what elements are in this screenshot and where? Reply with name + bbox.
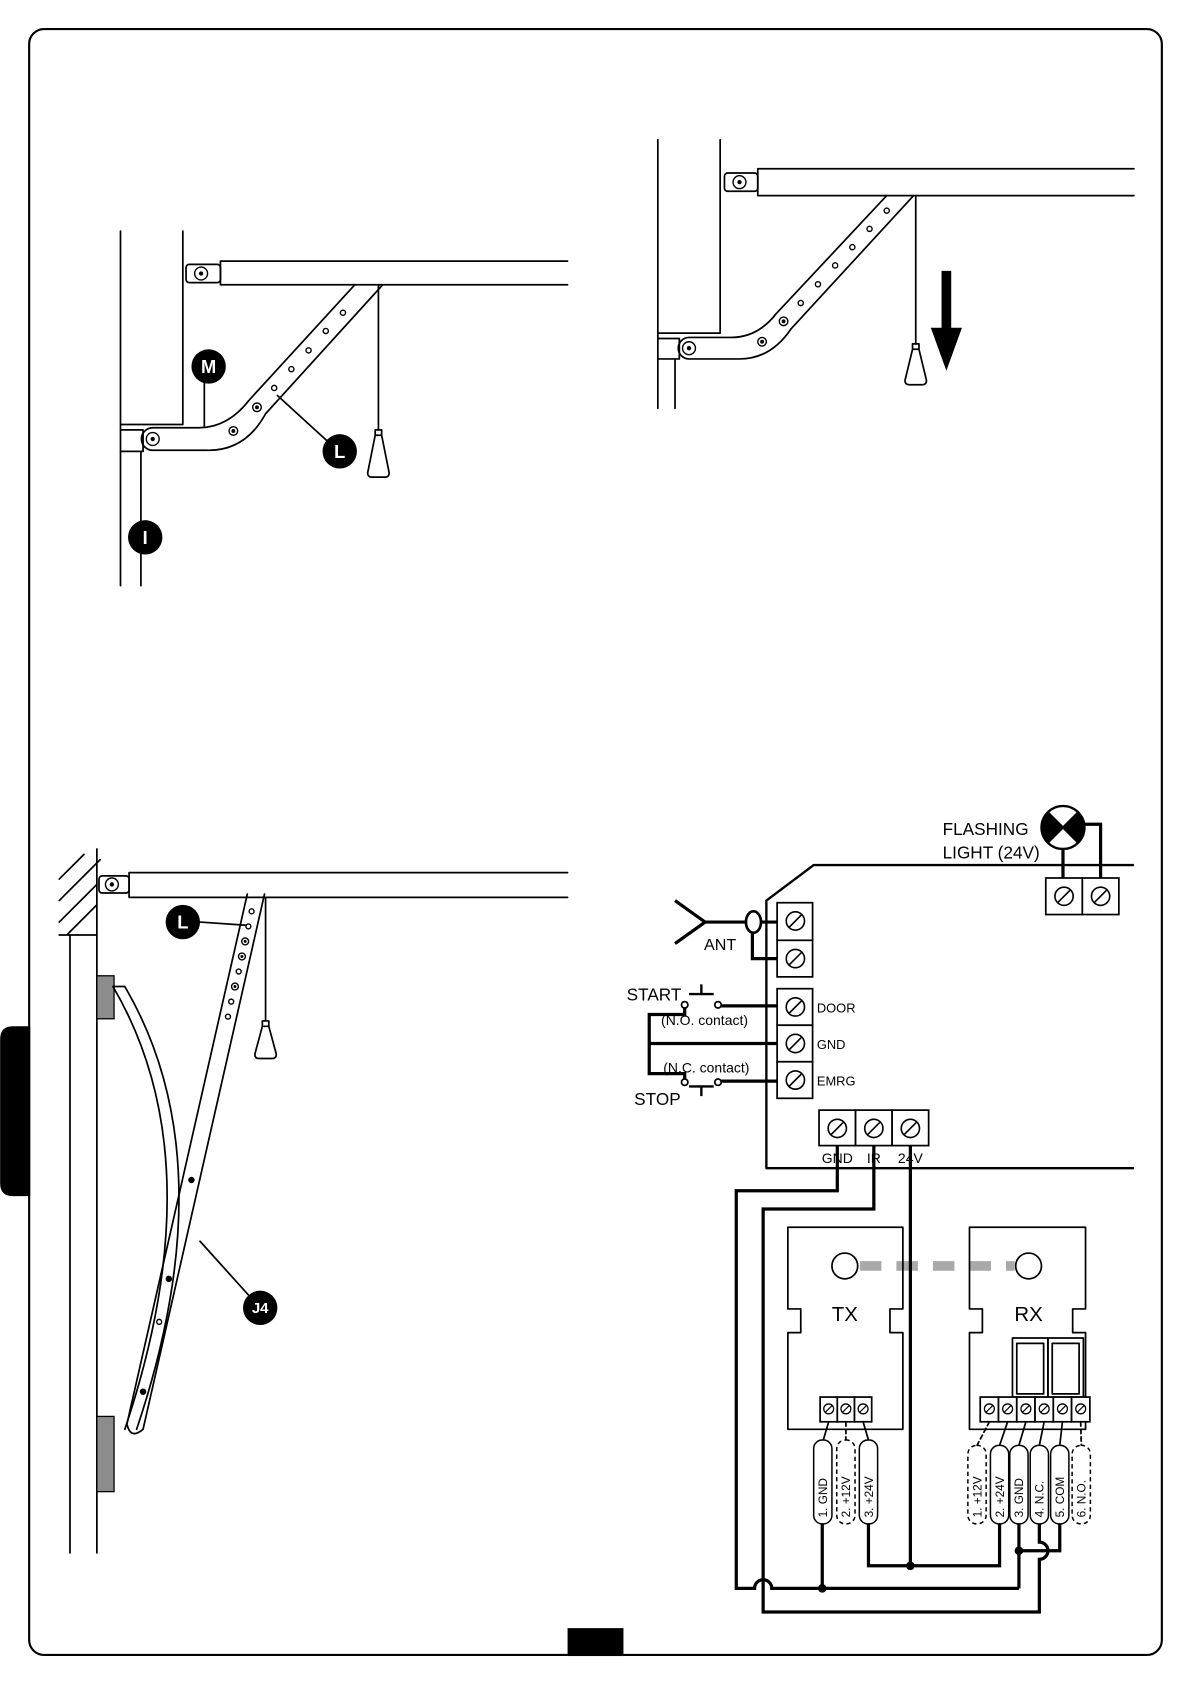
rx-wire-1-label: 1. +12V (970, 1476, 984, 1517)
screw-terminal-icon (1091, 887, 1109, 905)
rx-lens (1016, 1253, 1042, 1279)
rx-relays (1012, 1338, 1083, 1397)
page-number-tab (568, 1628, 624, 1656)
rx-label: RX (1014, 1304, 1043, 1326)
screw-terminal-icon (824, 1404, 834, 1414)
screw-terminal-icon (1039, 1404, 1049, 1414)
screw-terminal-icon (1055, 887, 1073, 905)
counterweight (368, 430, 389, 477)
flashing-light-label-line2: LIGHT (24V) (943, 843, 1040, 863)
rx-wire-3-label: 3. GND (1012, 1478, 1026, 1517)
boom-pivot-bracket (99, 876, 129, 893)
screw-terminal-icon (1003, 1404, 1013, 1414)
screw-terminal-icon (1076, 1404, 1086, 1414)
callout-j4: J4 (200, 1241, 277, 1325)
junction-dot (906, 1561, 915, 1570)
screw-terminal-icon (984, 1404, 994, 1414)
start-pushbutton-icon (681, 984, 721, 1008)
svg-text:M: M (201, 356, 216, 377)
terminal-label-emrg: EMRG (817, 1073, 856, 1088)
counterweight (255, 1021, 276, 1059)
screw-terminal-icon (786, 1071, 804, 1089)
screw-terminal-icon (786, 912, 804, 930)
svg-text:L: L (177, 912, 188, 933)
gate-post (658, 339, 679, 409)
antenna-label: ANT (704, 936, 736, 954)
stop-pushbutton-icon (681, 1079, 721, 1096)
boom-bar (129, 873, 567, 898)
figure-boom-lowering (658, 140, 1134, 409)
wall-block (658, 140, 720, 409)
screw-terminal-icon (1057, 1404, 1067, 1414)
screw-terminal-icon (1021, 1404, 1031, 1414)
svg-text:J4: J4 (252, 1300, 269, 1317)
lower-hinge (97, 1416, 114, 1491)
curved-guide (113, 987, 179, 1430)
screw-terminal-icon (841, 1404, 851, 1414)
arm-pivot (683, 342, 696, 355)
tx-wire-2-label: 2. +12V (839, 1476, 853, 1517)
wire-ir (763, 1146, 1048, 1612)
photocell-terminal-block (819, 1110, 929, 1145)
tx-terminal-block (820, 1397, 872, 1422)
rx-wire-5-label: 5. COM (1053, 1477, 1067, 1518)
tx-lens (832, 1253, 858, 1279)
junction-dot (818, 1584, 827, 1593)
upper-hinge (97, 976, 114, 1019)
svg-text:L: L (334, 441, 345, 462)
screw-terminal-icon (786, 998, 804, 1016)
arm-holes (229, 310, 345, 435)
photocell-tx: TX 1. GND 2. +12V 3. +24V (788, 1227, 903, 1524)
boom-pivot-bracket (186, 264, 220, 282)
screw-terminal-icon (786, 949, 804, 967)
screw-terminal-icon (828, 1119, 846, 1137)
tx-label: TX (832, 1304, 858, 1326)
boom-bar (220, 261, 567, 285)
svg-text:I: I (143, 527, 148, 548)
boom-pivot-bracket (724, 173, 757, 191)
flashing-light-label-line1: FLASHING (943, 819, 1029, 839)
stop-label: STOP (634, 1089, 681, 1109)
figure-boom-assembly: M L I (120, 231, 567, 586)
callout-i: I (128, 520, 162, 554)
rx-wire-4-label: 4. N.C. (1033, 1481, 1047, 1518)
callout-l: L (277, 395, 357, 468)
gate-post (70, 849, 97, 1553)
flashing-light-icon (1041, 806, 1084, 849)
rx-terminal-block (980, 1397, 1090, 1422)
input-terminal-block (777, 989, 812, 1099)
wiring-diagram: FLASHING LIGHT (24V) ANT (627, 806, 1134, 1612)
section-tab (0, 1026, 30, 1196)
arm-pivot (146, 433, 159, 446)
photocell-rx: RX (968, 1227, 1091, 1524)
screw-terminal-icon (858, 1404, 868, 1414)
support-arm (141, 285, 382, 451)
gate-post (120, 430, 143, 586)
junction-dot (1015, 1546, 1024, 1555)
rx-wire-6-label: 6. N.O. (1075, 1480, 1089, 1517)
callout-m: M (191, 349, 225, 426)
figure-arm-j4: L J4 (59, 849, 567, 1553)
arm-j4-holes (140, 909, 254, 1395)
screw-terminal-icon (901, 1119, 919, 1137)
terminal-label-door: DOOR (817, 1000, 856, 1015)
callout-l: L (166, 905, 247, 939)
screw-terminal-icon (786, 1034, 804, 1052)
support-arm (678, 196, 913, 359)
wall-hatch (59, 854, 100, 935)
tx-wire-1-label: 1. GND (816, 1478, 830, 1517)
rx-wire-2-label: 2. +24V (993, 1476, 1007, 1517)
counterweight (905, 344, 926, 385)
start-label: START (627, 985, 682, 1005)
antenna-terminal-block (777, 903, 812, 977)
down-arrow-icon (931, 271, 962, 371)
tx-wire-3-label: 3. +24V (862, 1476, 876, 1517)
screw-terminal-icon (865, 1119, 883, 1137)
boom-bar (758, 169, 1134, 196)
terminal-label-gnd: GND (817, 1037, 846, 1052)
arm-holes (758, 208, 890, 346)
flashing-light-terminal-block (1046, 878, 1119, 915)
